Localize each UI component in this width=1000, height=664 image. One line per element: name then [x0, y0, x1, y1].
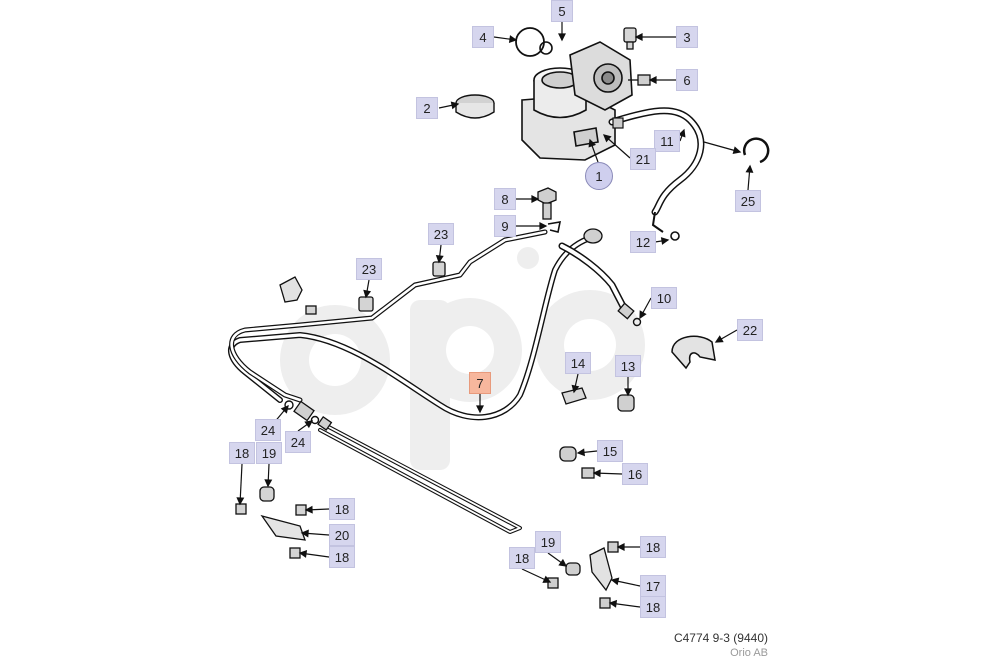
part-label-17[interactable]: 17: [640, 575, 666, 597]
part-label-18-mid-a[interactable]: 18: [329, 498, 355, 520]
leader-arrowhead: [539, 222, 548, 230]
part-label-4[interactable]: 4: [472, 26, 494, 48]
diagram-credit-caption: Orio AB: [730, 647, 768, 659]
leader-line: [239, 463, 243, 505]
leader-lines: [236, 22, 754, 608]
leader-arrowhead: [304, 505, 313, 514]
part-label-2[interactable]: 2: [416, 97, 438, 119]
part-label-15[interactable]: 15: [597, 440, 623, 462]
leader-arrowhead: [592, 469, 601, 478]
part-label-14[interactable]: 14: [565, 352, 591, 374]
part-label-5[interactable]: 5: [551, 0, 573, 22]
part-label-25[interactable]: 25: [735, 190, 761, 212]
part-label-1[interactable]: 1: [585, 162, 613, 190]
leader-arrowhead: [648, 76, 657, 84]
part-label-18-right-a[interactable]: 18: [640, 536, 666, 558]
leader-arrowhead: [745, 164, 754, 173]
part-label-24-a[interactable]: 24: [255, 419, 281, 441]
part-label-19-left[interactable]: 19: [256, 442, 282, 464]
pump-assembly: [521, 41, 633, 161]
bolt-16: [581, 467, 595, 479]
part-label-24-b[interactable]: 24: [285, 431, 311, 453]
o-ring-small: [539, 41, 553, 55]
part-label-18-low[interactable]: 18: [509, 547, 535, 569]
leader-arrowhead: [236, 497, 245, 506]
leader-arrowhead: [508, 35, 518, 44]
leader-arrowhead: [300, 529, 309, 538]
leader-arrowhead: [714, 335, 724, 343]
part-label-13[interactable]: 13: [615, 355, 641, 377]
leader-arrowhead: [531, 195, 540, 203]
part-label-10[interactable]: 10: [651, 287, 677, 309]
part-label-19-right[interactable]: 19: [535, 531, 561, 553]
leader-arrowhead: [732, 146, 742, 155]
leader-arrowhead: [634, 33, 643, 41]
part-label-18-right-b[interactable]: 18: [640, 596, 666, 618]
part-label-11[interactable]: 11: [654, 130, 680, 152]
bolt-8: [537, 187, 557, 220]
leader-arrowhead: [450, 101, 460, 110]
leader-arrowhead: [678, 128, 686, 138]
bracket-17: [547, 541, 619, 609]
clamp-22: [671, 335, 716, 370]
leader-arrowhead: [639, 310, 647, 320]
leader-arrowhead: [660, 237, 670, 245]
leader-arrowhead: [624, 388, 632, 397]
leader-arrowhead: [558, 558, 568, 567]
clip-9: [547, 221, 562, 233]
part-label-16[interactable]: 16: [622, 463, 648, 485]
part-label-6[interactable]: 6: [676, 69, 698, 91]
o-ring-large: [515, 27, 545, 57]
leader-arrowhead: [280, 404, 289, 414]
part-label-23-top[interactable]: 23: [428, 223, 454, 245]
leader-arrowhead: [616, 543, 625, 551]
leader-arrowhead: [363, 289, 372, 299]
leader-arrowhead: [610, 577, 620, 586]
fittings: [293, 228, 635, 431]
leader-arrowhead: [542, 575, 552, 583]
grommet-15: [559, 446, 577, 462]
leader-arrowhead: [435, 254, 444, 264]
leader-arrowhead: [264, 479, 273, 488]
lower-left-hardware: [235, 486, 307, 559]
part-label-20[interactable]: 20: [329, 524, 355, 546]
part-label-21[interactable]: 21: [630, 148, 656, 170]
leader-arrowhead: [571, 384, 580, 394]
sensor-part: [623, 27, 637, 50]
leader-arrowhead: [298, 549, 308, 558]
pipe-7: [228, 233, 630, 421]
part-label-22[interactable]: 22: [737, 319, 763, 341]
part-label-18-mid-b[interactable]: 18: [329, 546, 355, 568]
part-label-8[interactable]: 8: [494, 188, 516, 210]
clip-25: [742, 137, 770, 164]
leader-arrowhead: [588, 138, 596, 148]
leader-arrowhead: [476, 405, 484, 414]
diagram-code-caption: C4774 9-3 (9440): [673, 631, 768, 645]
hose-11: [608, 107, 705, 216]
bracket-23: [279, 261, 446, 315]
leader-arrowhead: [608, 599, 618, 608]
part-label-12[interactable]: 12: [630, 231, 656, 253]
return-line: [229, 229, 548, 534]
part-label-18-left-top[interactable]: 18: [229, 442, 255, 464]
part-label-9[interactable]: 9: [494, 215, 516, 237]
part-label-7-selected[interactable]: 7: [469, 372, 491, 394]
leader-arrowhead: [558, 33, 566, 42]
clip-13: [617, 394, 635, 412]
leader-arrowhead: [576, 448, 585, 457]
part-label-23-left[interactable]: 23: [356, 258, 382, 280]
leader-arrowhead: [602, 134, 612, 143]
part-label-3[interactable]: 3: [676, 26, 698, 48]
leader-arrowhead: [304, 420, 314, 429]
